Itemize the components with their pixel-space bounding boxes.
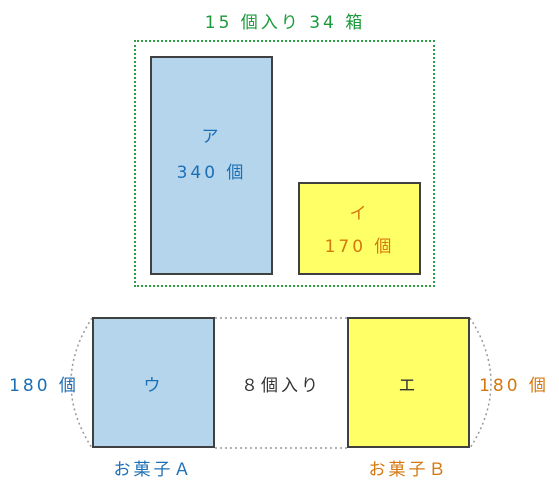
right-bracket-curve [469, 317, 492, 449]
box-e-label: エ [398, 376, 419, 396]
box-a-label: ア [201, 127, 222, 147]
middle-label: ８個入り [241, 376, 321, 396]
group-title: 15 個入り 34 箱 [204, 13, 366, 33]
left-bracket-curve [70, 317, 93, 449]
box-i-count: 170 個 [324, 237, 395, 257]
box-a-count: 340 個 [176, 163, 247, 183]
box-u [92, 317, 215, 448]
box-u-count: 180 個 [9, 376, 79, 396]
box-u-label: ウ [143, 376, 164, 396]
caption-snack-b: お菓子Ｂ [368, 460, 449, 480]
group-boundary [134, 40, 435, 287]
box-i [298, 182, 421, 275]
box-i-label: イ [349, 204, 370, 224]
box-a [150, 56, 273, 275]
caption-snack-a: お菓子Ａ [113, 460, 194, 480]
box-e-count: 180 個 [479, 376, 549, 396]
box-e [347, 317, 470, 448]
